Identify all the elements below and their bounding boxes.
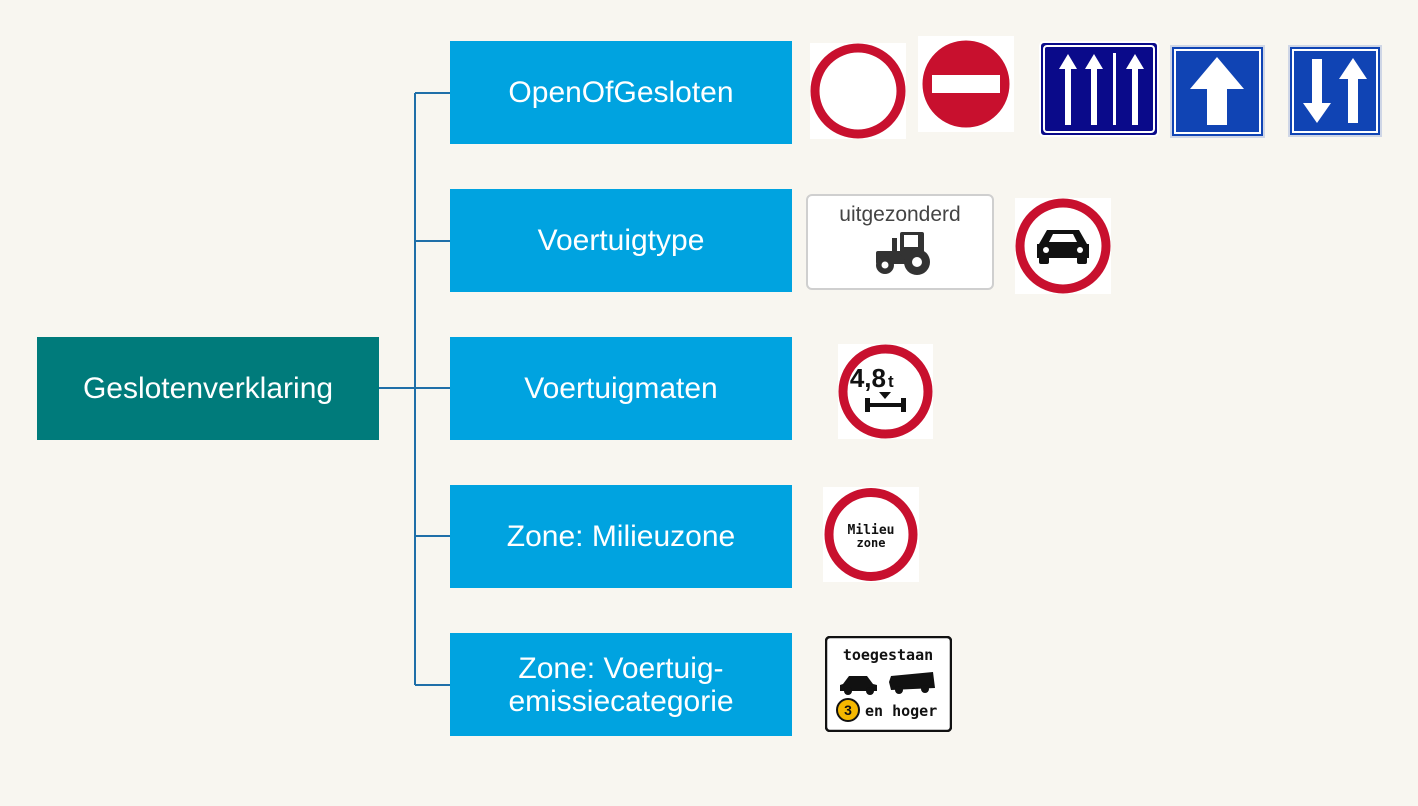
uitgezonderd-text: uitgezonderd: [839, 203, 960, 226]
category-zone-emissiecategorie: Zone: Voertuig- emissiecategorie: [450, 633, 792, 736]
axle-load-limit-sign-icon: 4,8 t: [838, 344, 933, 439]
category-voertuigtype: Voertuigtype: [450, 189, 792, 292]
two-way-traffic-sign-icon: [1288, 45, 1382, 137]
category-voertuigmaten: Voertuigmaten: [450, 337, 792, 440]
category-label: OpenOfGesloten: [508, 76, 734, 109]
no-cars-sign-icon: [1015, 198, 1111, 294]
environmental-zone-sign-icon: Milieu zone: [823, 487, 919, 582]
milieu-text: Milieu: [848, 523, 895, 538]
closed-road-sign-icon: [810, 43, 906, 139]
axle-limit-unit: t: [888, 372, 894, 391]
root-label: Geslotenverklaring: [82, 372, 334, 405]
one-way-arrow-sign-icon: [1170, 45, 1265, 138]
category-label: Zone: Voertuig- emissiecategorie: [508, 651, 734, 718]
category-open-of-gesloten: OpenOfGesloten: [450, 41, 792, 144]
category-zone-milieuzone: Zone: Milieuzone: [450, 485, 792, 588]
category-label: Voertuigtype: [537, 224, 705, 257]
toegestaan-text: toegestaan: [843, 646, 933, 664]
category-label: Voertuigmaten: [524, 372, 718, 405]
axle-limit-value: 4,8: [850, 363, 886, 393]
root-node: Geslotenverklaring: [37, 337, 379, 440]
zone-text: zone: [857, 536, 886, 550]
exception-tractor-sign-icon: uitgezonderd: [806, 194, 994, 290]
category-label: Zone: Milieuzone: [506, 520, 736, 553]
emission-number: 3: [844, 702, 852, 718]
en-hoger-text: en hoger: [865, 702, 937, 720]
emission-category-sign-icon: toegestaan 3 en hoger: [825, 636, 952, 732]
three-lanes-ahead-sign-icon: [1039, 41, 1159, 137]
no-entry-sign-icon: [918, 36, 1014, 132]
